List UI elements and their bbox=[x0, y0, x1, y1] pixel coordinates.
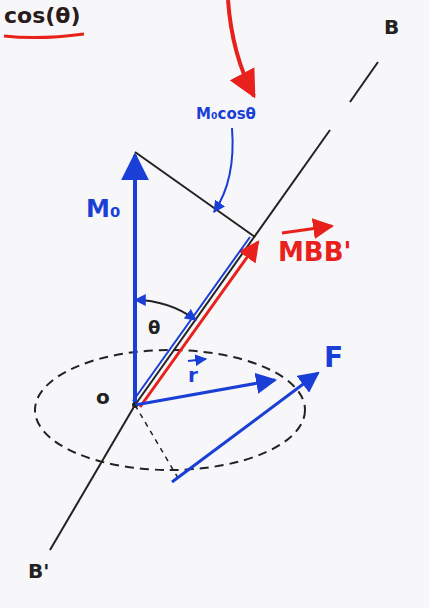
force-vector bbox=[172, 373, 318, 482]
moment-vector bbox=[133, 155, 137, 405]
angle-label: θ bbox=[148, 318, 160, 338]
axis-line bbox=[135, 130, 330, 405]
axis-moment-vector bbox=[133, 237, 250, 401]
moment-label: M₀ bbox=[86, 196, 120, 222]
axis-line bbox=[50, 405, 135, 550]
axis-moment-label: MBB' bbox=[278, 238, 351, 267]
projection-line bbox=[135, 152, 255, 237]
angle-arc bbox=[135, 300, 196, 320]
axis-line bbox=[350, 62, 378, 102]
vector-arrow bbox=[188, 359, 206, 361]
force-label: F bbox=[324, 343, 343, 374]
leader-arrow bbox=[214, 128, 233, 212]
origin-label: o bbox=[96, 386, 110, 408]
position-label: r bbox=[188, 364, 198, 386]
position-vector bbox=[135, 380, 275, 405]
axis-end-label: B' bbox=[28, 560, 49, 582]
vector-arrow bbox=[282, 226, 332, 233]
projection-label: M₀cosθ bbox=[196, 106, 256, 123]
axis-moment-vector bbox=[140, 242, 258, 407]
underline bbox=[4, 34, 84, 38]
axis-end-label: B bbox=[384, 16, 399, 38]
formula-note: cos(θ) bbox=[4, 4, 80, 28]
perpendicular-line bbox=[135, 405, 178, 478]
rotation-ellipse bbox=[35, 350, 305, 470]
pointer-arrow bbox=[228, 0, 254, 96]
